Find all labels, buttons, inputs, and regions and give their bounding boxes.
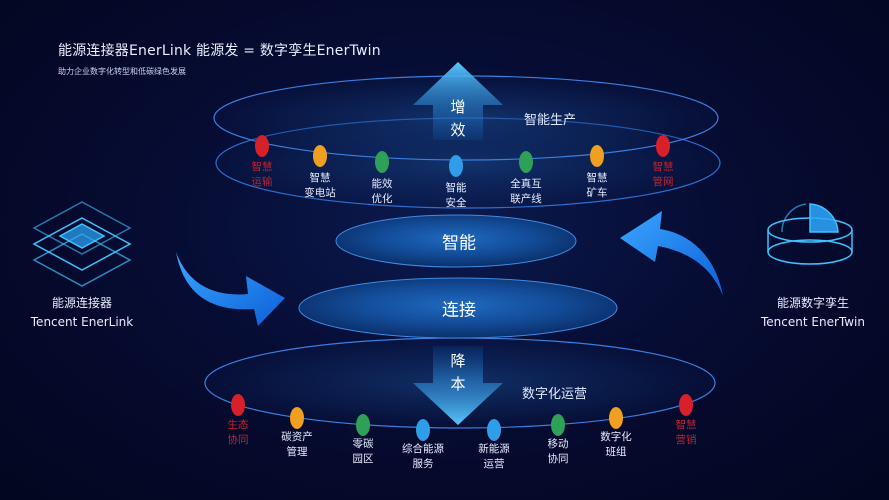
bottom-item-label: 新能源运营 <box>478 443 510 470</box>
top-ring-caption: 智能生产 <box>524 113 577 128</box>
up-arrow-icon <box>413 62 503 140</box>
top-item-label: 智能安全 <box>445 182 467 209</box>
bottom-item-dot <box>487 419 501 441</box>
layered-cube-icon <box>32 201 132 287</box>
bottom-item-label: 智慧营销 <box>675 419 697 446</box>
top-item-label: 全真互联产线 <box>510 178 542 205</box>
top-item-dot <box>590 145 604 167</box>
right-curved-arrow-icon <box>620 211 723 296</box>
left-curved-arrow-icon <box>176 252 285 326</box>
bottom-item-dot <box>416 419 430 441</box>
page-title: 能源连接器EnerLink 能源发 = 数字孪生EnerTwin <box>58 43 381 59</box>
bottom-item-label: 零碳园区 <box>352 438 374 465</box>
down-arrow-text-2: 本 <box>450 375 466 393</box>
bottom-ring-caption: 数字化运营 <box>522 387 588 402</box>
top-item-label: 智慧变电站 <box>304 172 336 199</box>
top-item-label: 智慧管网 <box>652 161 674 188</box>
ring-chart-icon <box>767 203 853 265</box>
up-arrow-text-2: 效 <box>450 121 466 139</box>
bottom-item-dot <box>231 394 245 416</box>
bottom-item-dot <box>679 394 693 416</box>
left-node-name-en: Tencent EnerLink <box>30 315 134 329</box>
top-item-label: 智慧矿车 <box>586 172 608 199</box>
top-item-dot <box>313 145 327 167</box>
up-arrow-text-1: 增 <box>450 98 466 116</box>
bottom-item-dot <box>356 414 370 436</box>
bottom-item-dot <box>551 414 565 436</box>
smart-disc <box>335 214 577 268</box>
bottom-item-label: 碳资产管理 <box>281 431 313 458</box>
top-item-label: 能效优化 <box>371 178 393 205</box>
down-arrow-icon <box>413 346 503 425</box>
smart-label: 智能 <box>442 233 476 254</box>
top-item-dot <box>656 135 670 157</box>
right-node-name-en: Tencent EnerTwin <box>761 315 865 329</box>
right-node-label: 能源数字孪生 Tencent EnerTwin <box>761 294 865 332</box>
header: 能源连接器EnerLink 能源发 = 数字孪生EnerTwin 助力企业数字化… <box>58 40 381 77</box>
bottom-item-label: 数字化班组 <box>600 431 632 458</box>
top-item-label: 智慧运输 <box>251 161 273 188</box>
down-arrow-text-1: 降 <box>450 352 466 370</box>
bottom-item-label: 移动协同 <box>547 438 569 465</box>
top-item-dot <box>255 135 269 157</box>
page-subtitle: 助力企业数字化转型和低碳绿色发展 <box>58 67 186 76</box>
top-dots <box>255 135 670 177</box>
left-node-name-cn: 能源连接器 <box>51 296 112 310</box>
bottom-item-label: 生态协同 <box>227 419 249 446</box>
top-item-dot <box>519 151 533 173</box>
bottom-item-label: 综合能源服务 <box>402 443 444 470</box>
connect-label: 连接 <box>442 300 476 321</box>
bottom-item-dot <box>609 407 623 429</box>
bottom-item-dot <box>290 407 304 429</box>
left-node-label: 能源连接器 Tencent EnerLink <box>31 294 133 332</box>
top-item-dot <box>449 155 463 177</box>
right-node-name-cn: 能源数字孪生 <box>776 296 849 310</box>
bottom-dots <box>231 394 693 441</box>
top-item-dot <box>375 151 389 173</box>
